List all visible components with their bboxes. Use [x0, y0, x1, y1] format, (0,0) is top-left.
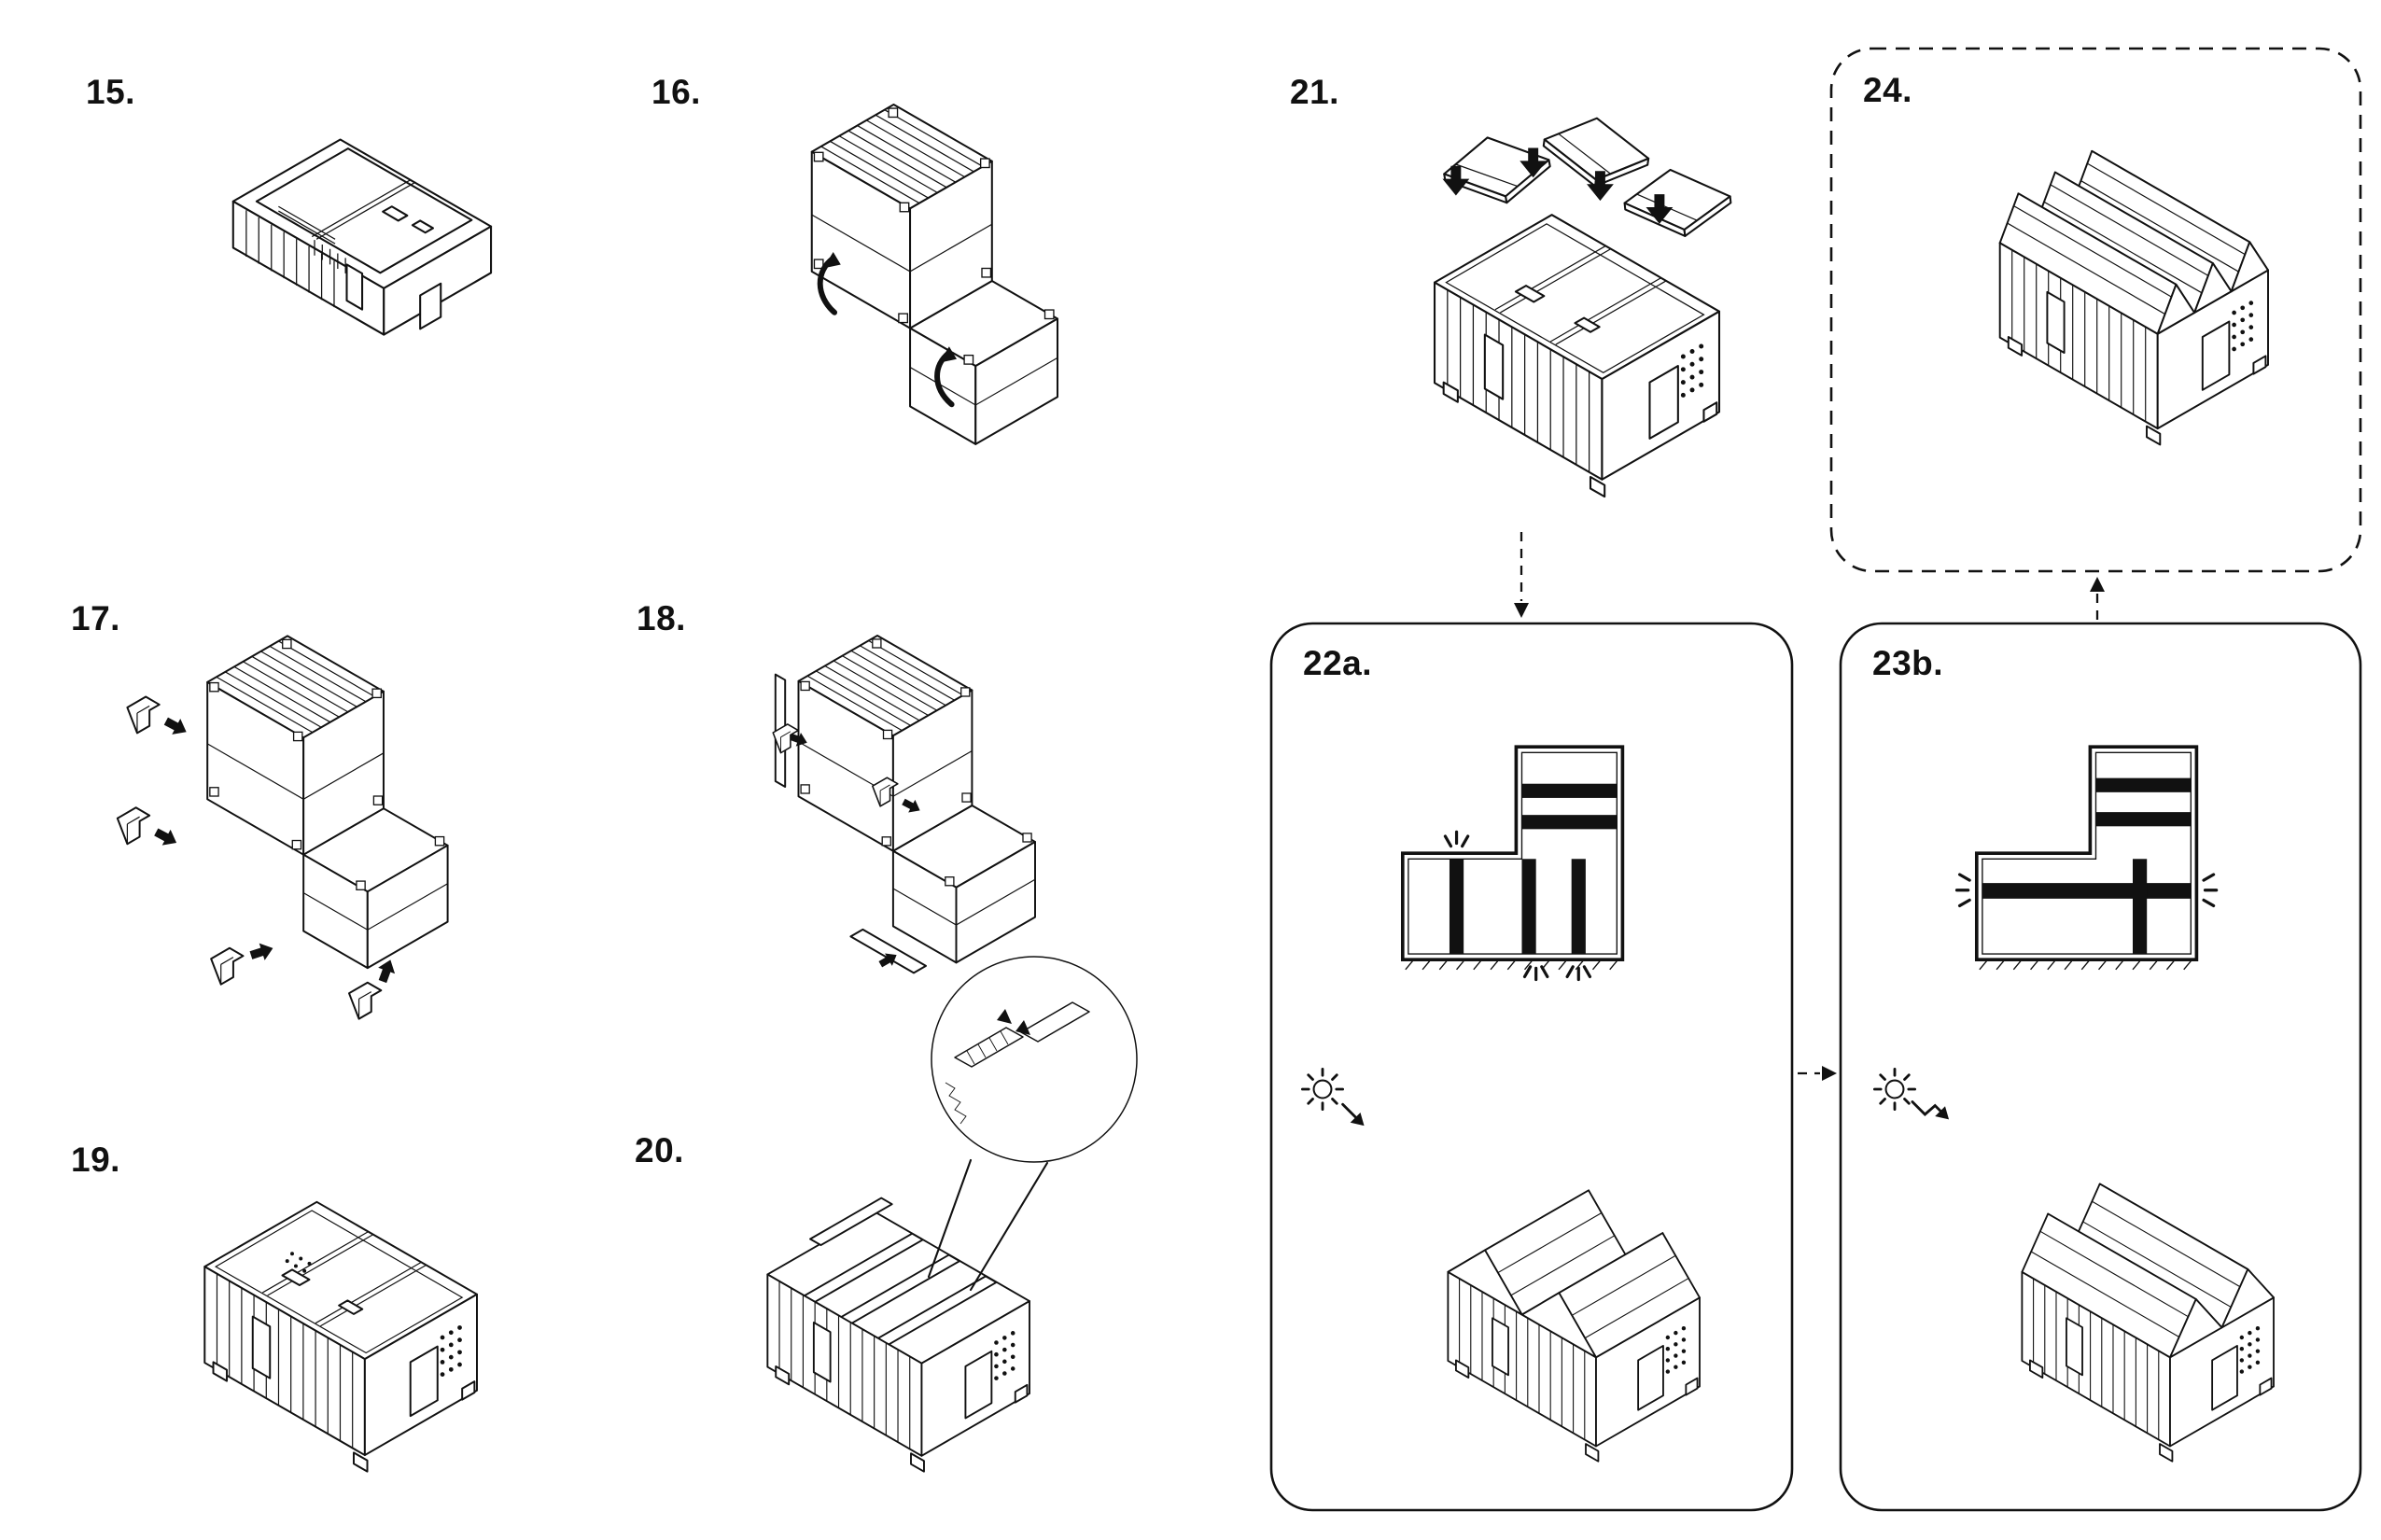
step-label-18: 18.	[637, 599, 686, 637]
connector-22a-to-23b	[1798, 1066, 1837, 1081]
solar-plan-22a	[1400, 745, 1625, 982]
roof-panel	[1437, 110, 1735, 244]
step-label-17: 17.	[71, 599, 120, 637]
sun-icon	[1872, 1067, 1950, 1120]
fold-up-arrow-icon	[817, 251, 957, 408]
step-label-24: 24.	[1863, 71, 1912, 109]
step-label-20: 20.	[635, 1131, 684, 1169]
detail-magnifier-circle	[927, 956, 1138, 1292]
step-label-15: 15.	[86, 73, 135, 111]
illustration-step-19	[203, 1200, 478, 1473]
step-label-23b: 23b.	[1872, 644, 1944, 682]
result-box-step-24	[1829, 47, 2362, 573]
solar-plan-23b	[1954, 745, 2219, 972]
connector-23b-to-24	[2090, 577, 2105, 620]
panel-step-22a	[1269, 622, 1794, 1512]
illustration-step-17	[116, 635, 449, 1020]
panel-step-23b	[1839, 622, 2362, 1512]
step-label-21: 21.	[1290, 73, 1339, 111]
building-step-22a	[1447, 1189, 1701, 1463]
sun-icon	[1300, 1067, 1365, 1127]
building-step-23b	[2021, 1183, 2275, 1463]
attached-clamp-icon	[772, 673, 927, 974]
building-step-24	[1998, 149, 2269, 446]
illustration-step-21	[1433, 110, 1735, 498]
step-label-16: 16.	[651, 73, 701, 111]
illustration-step-18	[772, 635, 1036, 974]
illustration-step-20	[766, 1197, 1030, 1473]
illustration-step-16	[810, 103, 1059, 445]
connector-21-to-22a	[1514, 532, 1529, 618]
step-label-19: 19.	[71, 1141, 120, 1179]
step-label-22a: 22a.	[1303, 644, 1373, 682]
illustration-step-15	[231, 138, 493, 336]
